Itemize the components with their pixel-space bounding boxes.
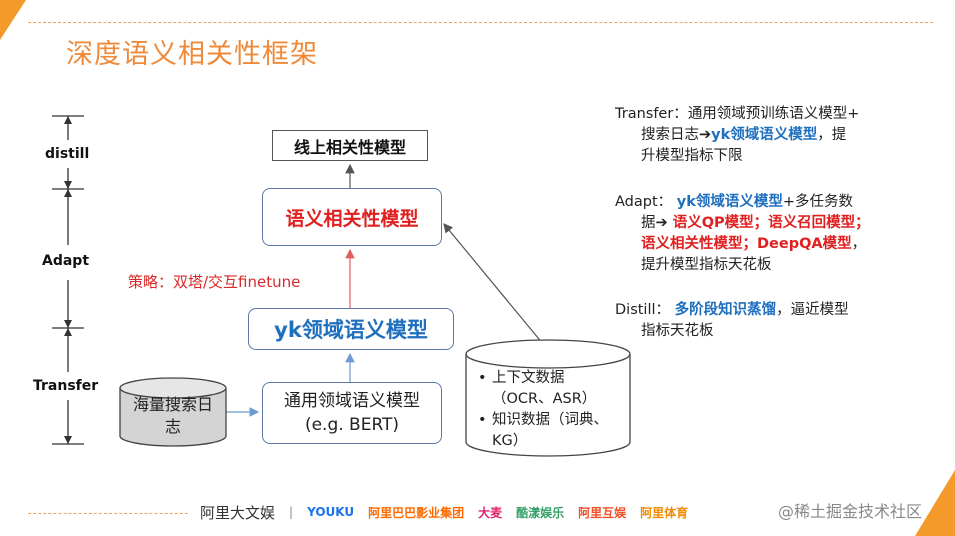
damai-logo: 大麦	[478, 505, 503, 520]
page-title: 深度语义相关性框架	[66, 39, 318, 70]
transfer-description: Transfer：通用领域预训练语义模型+ 搜索日志➔yk领域语义模型，提 升模…	[615, 106, 860, 164]
distill-description: Distill： 多阶段知识蒸馏，逼近模型 指标天花板	[615, 302, 849, 339]
stage-label-distill: distill	[45, 146, 90, 162]
header-divider	[28, 22, 933, 23]
online-relevance-model-box: 线上相关性模型	[272, 130, 428, 161]
footer-logo-bar: 阿里大文娱 | YOUKU 阿里巴巴影业集团 大麦 酷漾娱乐 阿里互娱 阿里体育	[200, 500, 688, 524]
searchlog-label: 海量搜索日志	[132, 395, 213, 436]
data-cylinder-list: •上下文数据（OCR、ASR） •知识数据（词典、KG）	[478, 368, 620, 452]
alibaba-pictures-logo: 阿里巴巴影业集团	[368, 505, 465, 520]
kuyang-logo: 酷漾娱乐	[516, 505, 565, 520]
ali-sports-logo: 阿里体育	[640, 505, 689, 520]
adapt-description: Adapt： yk领域语义模型+多任务数 据➔ 语义QP模型；语义召回模型； 语…	[615, 194, 870, 273]
semantic-relevance-model-box: 语义相关性模型	[262, 188, 442, 246]
data-cylinder	[465, 339, 631, 457]
searchlog-cylinder	[119, 377, 227, 447]
footer-separator: |	[289, 505, 294, 519]
corner-decoration-bottom	[915, 470, 955, 536]
stage-label-transfer: Transfer	[33, 378, 99, 394]
brand-logo: 阿里大文娱	[200, 503, 276, 522]
watermark: @稀土掘金技术社区	[778, 502, 923, 521]
list-item: •上下文数据（OCR、ASR）	[478, 370, 597, 407]
footer-divider	[28, 513, 188, 514]
corner-decoration	[0, 0, 26, 40]
strategy-label: 策略：双塔/交互finetune	[128, 273, 301, 291]
general-domain-model-box: 通用领域语义模型(e.g. BERT)	[262, 382, 442, 444]
yk-domain-model-box: yk领域语义模型	[248, 308, 454, 350]
arrow-data-to-relevance	[443, 223, 549, 351]
list-item: •知识数据（词典、KG）	[478, 412, 608, 449]
ali-games-logo: 阿里互娱	[578, 505, 627, 520]
stage-label-adapt: Adapt	[42, 253, 90, 269]
youku-logo: YOUKU	[307, 505, 355, 519]
